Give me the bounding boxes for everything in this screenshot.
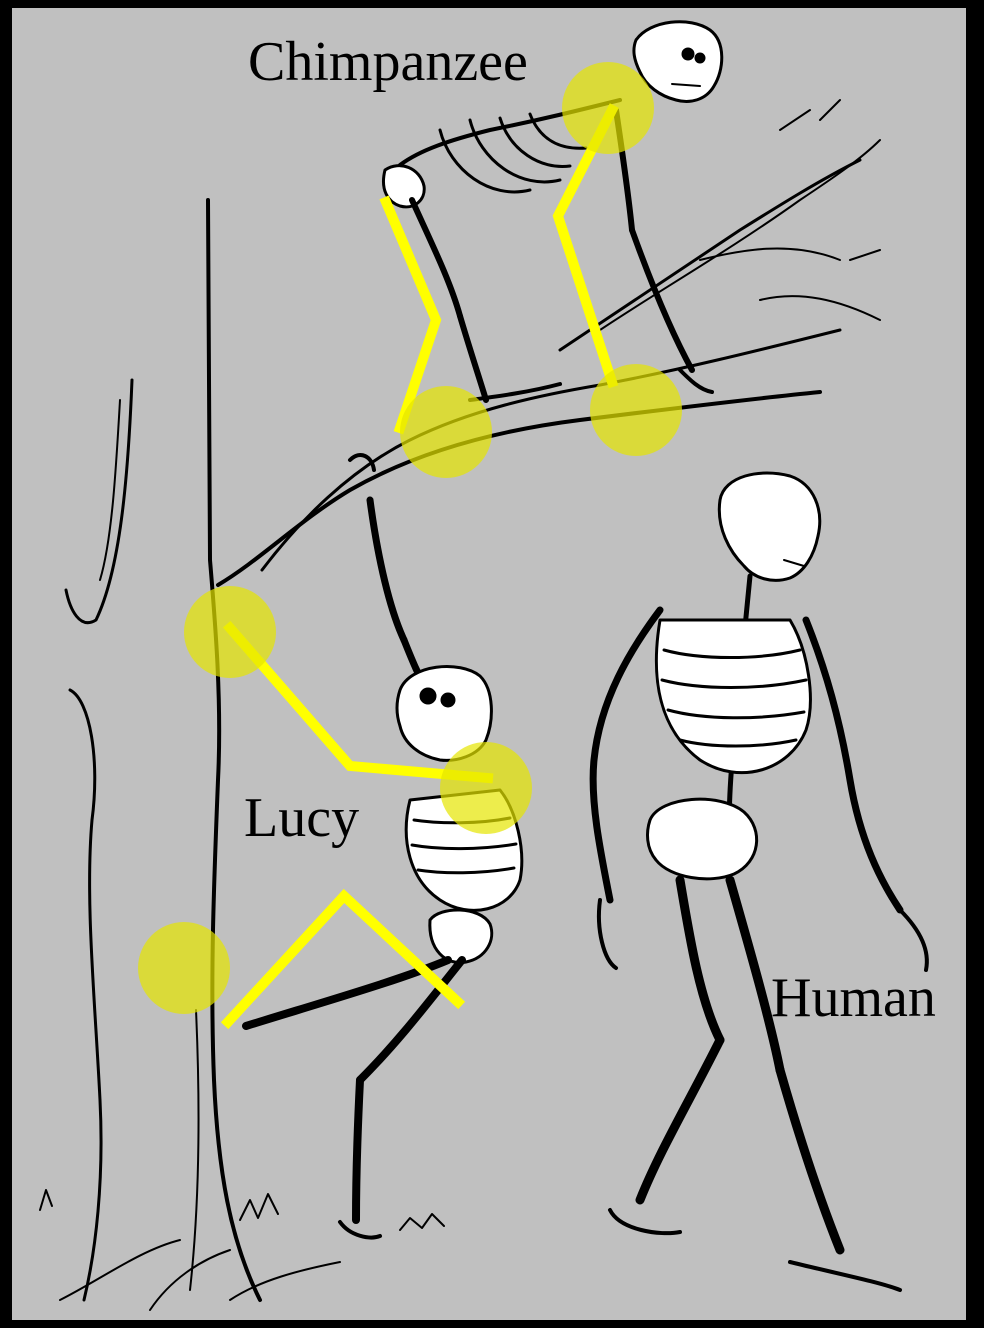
chimp-fore-hand-circle [590,364,682,456]
lucy-shoulder-circle [440,742,532,834]
human-label: Human [771,970,936,1026]
lucy-pelvis [430,910,492,963]
lucy-tibia [356,1080,360,1220]
chimp-shoulder-circle [562,62,654,154]
lucy-label: Lucy [244,790,359,846]
human-pelvis [648,799,757,879]
lucy-hand-circle [184,586,276,678]
chimpanzee-label: Chimpanzee [248,34,528,90]
lucy-foot-circle [138,922,230,1014]
chimp-hind-foot-circle [400,386,492,478]
